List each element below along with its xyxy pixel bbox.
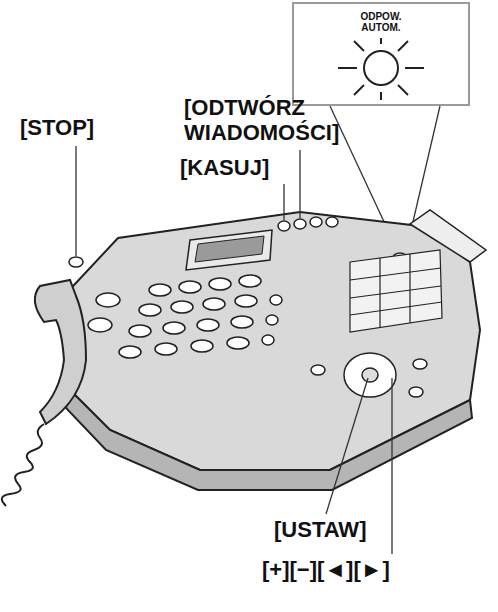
inset-ground [292,2,470,106]
one-touch-panel [350,250,442,332]
fax-body [60,210,486,490]
callout-label: [STOP] [20,116,94,141]
function-buttons [278,217,407,263]
inset-box: ODPOW. AUTOM. [292,2,470,106]
callout-label: [ODTWÓRZ WIADOMOŚCI] [184,96,374,145]
stop-button [69,257,83,267]
navigator-key [311,353,427,397]
callout-label: [KASUJ] [180,156,269,181]
callout-label: [+][−][◄][►] [262,558,390,583]
leader-line [76,146,392,554]
callout-label: [USTAW] [274,518,366,543]
lamp-label: ODPOW. AUTOM. [358,12,404,33]
keypad [88,275,282,358]
handset [35,280,86,424]
lamp-symbol [338,38,424,100]
cord [2,424,44,506]
